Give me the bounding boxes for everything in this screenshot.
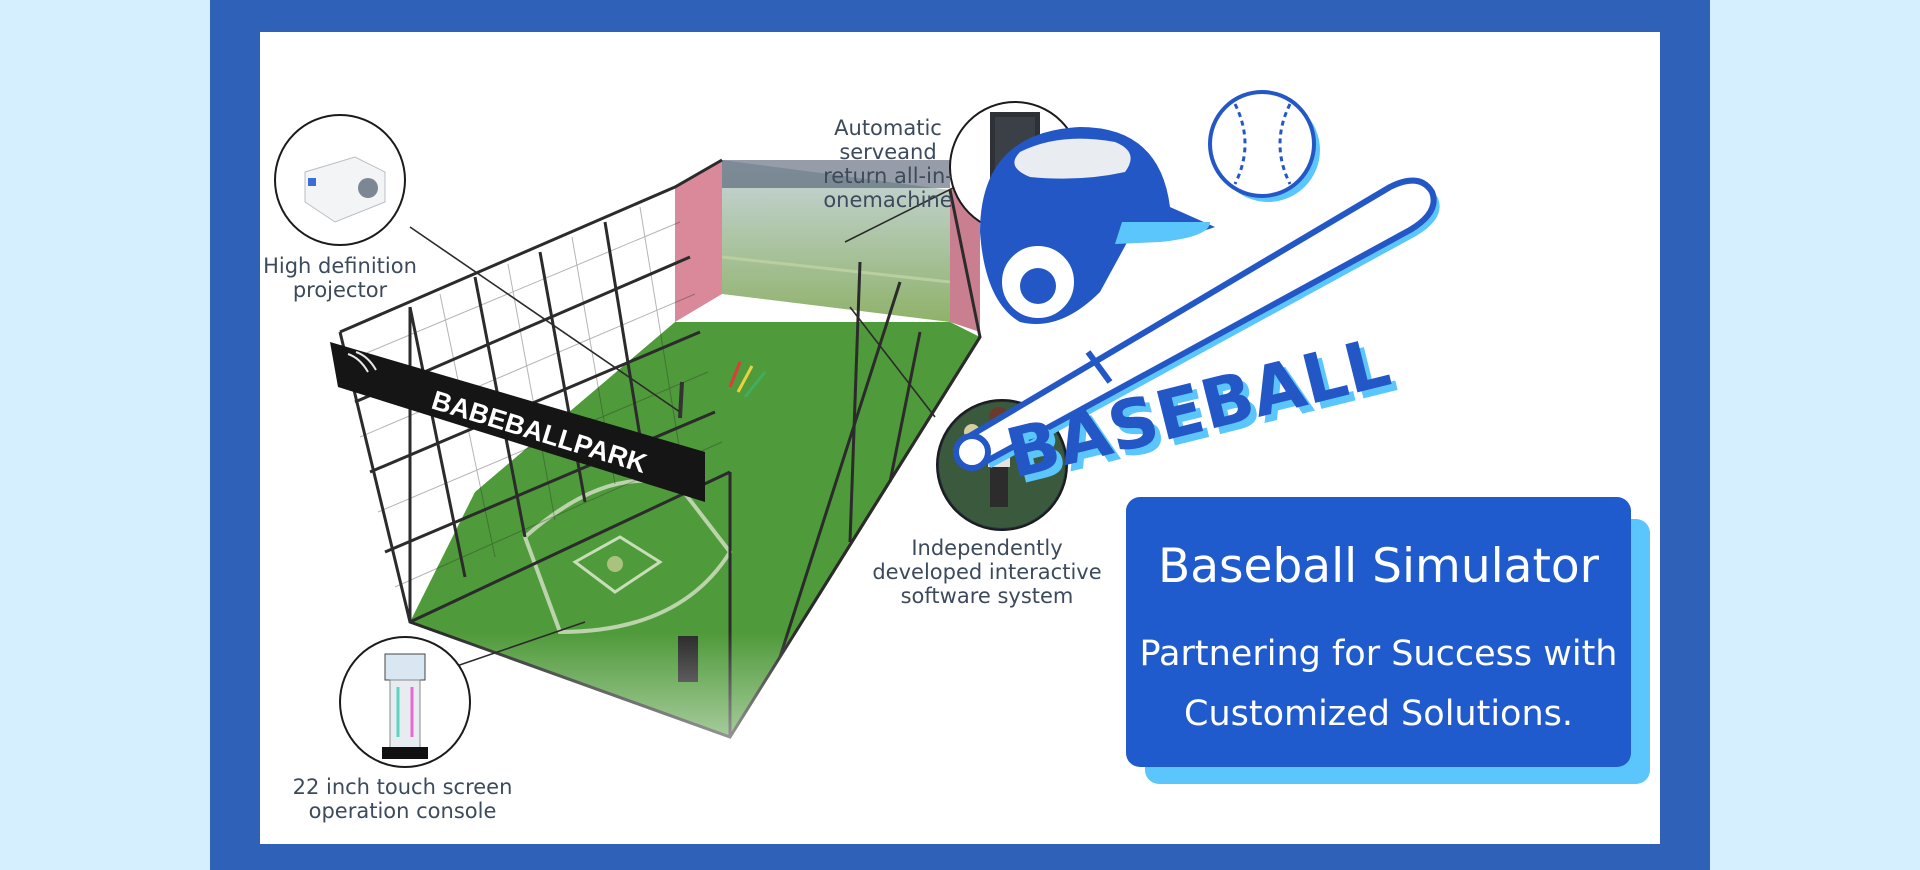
helmet-icon [980, 127, 1215, 324]
console-label: 22 inch touch screen operation console [280, 775, 525, 823]
console-label-line2: operation console [308, 799, 497, 823]
serve-machine-label-line2: return all-in- [823, 164, 953, 188]
projector-label-line2: projector [292, 278, 388, 302]
console-label-line1: 22 inch touch screen [292, 775, 513, 799]
software-label-line2: developed interactive [872, 560, 1102, 584]
software-label-line1: Independently [911, 536, 1063, 560]
promo-subtitle: Partnering for Success with Customized S… [1126, 624, 1631, 744]
projector-icon [274, 114, 406, 246]
bat-icon [953, 177, 1440, 471]
projection-screen [722, 160, 950, 322]
serve-machine-label-line3: onemachine [823, 188, 953, 212]
promo-subtitle-line1: Partnering for Success with [1139, 634, 1618, 674]
software-label: Independently developed interactive soft… [872, 536, 1102, 608]
promo-title: Baseball Simulator [1158, 539, 1599, 594]
serve-machine-label-line1: Automatic serveand [834, 116, 942, 164]
cage-banner [330, 342, 705, 502]
software-label-line3: software system [900, 584, 1074, 608]
serve-machine-label: Automatic serveand return all-in- onemac… [788, 116, 988, 212]
baseball-icon [1208, 90, 1320, 202]
illustration-scene: BABEBALLPARK [274, 90, 1440, 844]
content-panel: BABEBALLPARK [260, 32, 1660, 844]
touch-console-icon [339, 636, 471, 768]
projector-label-line1: High definition [263, 254, 417, 278]
projector-label: High definition projector [260, 254, 440, 302]
promo-subtitle-line2: Customized Solutions. [1184, 694, 1573, 734]
promo-card: Baseball Simulator Partnering for Succes… [1126, 497, 1631, 767]
